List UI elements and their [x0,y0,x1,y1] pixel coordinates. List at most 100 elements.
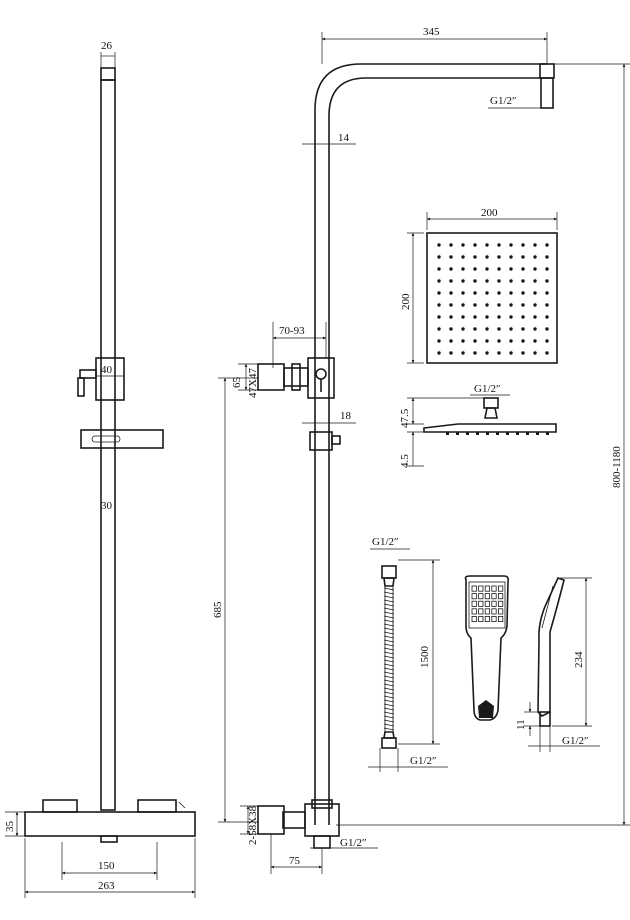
base-elbow-nut [311,799,333,809]
label-47-5: 47.5 [399,408,411,428]
hose-coil [383,719,395,723]
nozzle-dot [485,243,489,247]
hand-nozzle [478,616,484,623]
label-2-58x38: 2-58X38 [247,805,259,845]
shower-head-nozzles [437,243,549,355]
hose-top-nut [381,565,397,579]
nozzle-dot [437,255,441,259]
shower-arm-inner [328,77,540,825]
nozzle-dot [545,351,549,355]
hose-coil [383,715,395,719]
nozzle-dot [449,351,453,355]
nozzle-dot [533,339,537,343]
hose-coil [383,627,395,631]
hand-nozzle [491,600,497,607]
label-263: 263 [98,880,115,892]
holder-slot [91,435,121,443]
base-outlet [313,835,331,849]
nozzle-dot [509,351,513,355]
shower-head-plan: 200 200 [400,207,558,364]
nozzle-dot [461,279,465,283]
hose-coil [383,615,395,619]
hand-nozzle [471,593,477,600]
nozzle-dot [437,339,441,343]
hose-coil [383,663,395,667]
nozzle-dot [521,315,525,319]
nozzle-dot [485,339,489,343]
hose-coil [383,691,395,695]
nozzle-dot [533,315,537,319]
hose-coil [383,587,395,591]
nozzle-tooth [446,432,449,435]
nozzle-dot [545,267,549,271]
hose-coil [383,695,395,699]
nozzle-dot [437,303,441,307]
nozzle-dot [521,351,525,355]
nozzle-dot [533,303,537,307]
hand-nozzle [484,585,491,592]
hand-shower-side-body [537,577,565,717]
nozzle-dot [437,291,441,295]
slider-knob [79,369,97,379]
hose-coil [383,679,395,683]
hand-nozzle [478,608,484,615]
nozzle-dot [473,243,477,247]
shower-arm-outer [314,63,547,825]
nozzle-dot [533,327,537,331]
nozzle-dot [485,351,489,355]
hose-coil [383,611,395,615]
hose-coil [383,635,395,639]
arm-connector [540,77,554,109]
label-g12-hose-bottom: G1/2″ [410,755,437,767]
label-150: 150 [98,860,115,872]
nozzle-dot [461,303,465,307]
hand-nozzle [471,585,477,592]
nozzle-dot [497,303,501,307]
nozzle-dot [485,279,489,283]
hose-coil [383,727,395,731]
nozzle-dot [449,315,453,319]
label-200-width: 200 [481,207,498,219]
hand-shower-body [464,575,509,721]
nozzle-dot [497,351,501,355]
hand-nozzle [471,616,477,623]
label-18: 18 [340,410,352,422]
label-40: 40 [101,364,113,376]
nozzle-dot [545,279,549,283]
label-685: 685 [212,601,224,618]
nozzle-dot [485,267,489,271]
holder-bar [80,429,164,449]
nozzle-dot [461,291,465,295]
riser-pipe [100,79,116,811]
nozzle-dot [485,291,489,295]
hose-coil [383,647,395,651]
nozzle-dot [509,267,513,271]
nozzle-dot [521,291,525,295]
nozzle-dot [509,315,513,319]
hose-coil [383,599,395,603]
nozzle-dot [521,327,525,331]
nozzle-dot [437,243,441,247]
nozzle-dot [461,315,465,319]
diverter-nut [291,363,301,391]
nozzle-dot [485,315,489,319]
hand-nozzle [484,600,491,607]
label-1500: 1500 [419,646,431,669]
nozzle-dot [437,315,441,319]
hand-nozzle [471,608,477,615]
nozzle-dot [509,339,513,343]
hand-nozzle [497,585,504,592]
nozzle-dot [497,315,501,319]
shower-head-side: G1/2″ 47.5 4.5 [399,383,557,468]
label-4-5: 4.5 [399,454,411,468]
nozzle-dot [521,243,525,247]
mixer-outlet [100,835,118,843]
nozzle-dot [449,267,453,271]
nozzle-tooth [486,432,489,435]
hand-shower-side: 234 11 G1/2″ [515,577,600,752]
label-35: 35 [4,821,16,833]
hose-bottom-nut [381,737,397,749]
label-g12-base: G1/2″ [340,837,367,849]
hand-nozzle [484,616,491,623]
